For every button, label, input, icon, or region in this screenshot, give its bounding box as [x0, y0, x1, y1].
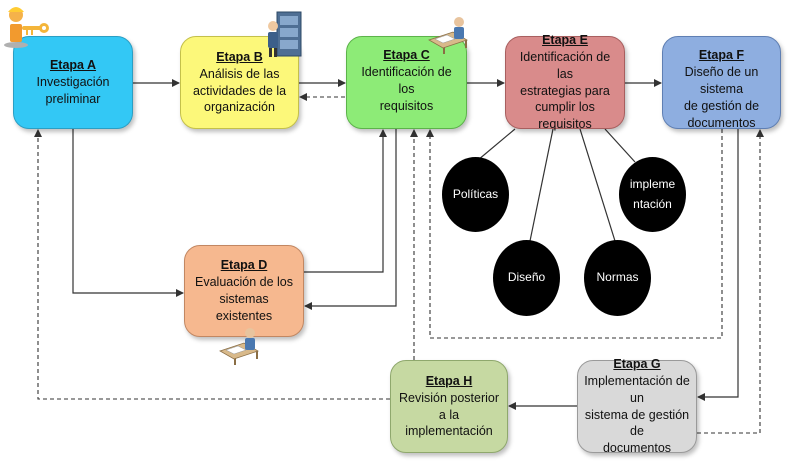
- connector-e-diseno: [529, 128, 554, 242]
- worker-with-key-icon: [4, 7, 49, 48]
- person-at-desk-icon: [219, 328, 259, 365]
- stage-g-title: Etapa G: [613, 356, 661, 371]
- arrow-d-to-c: [304, 129, 387, 273]
- strategy-diseno: Diseño: [493, 240, 560, 316]
- connector-e-implementacion: [604, 128, 636, 163]
- arrow-h-to-a-feedback: [34, 129, 390, 400]
- filing-cabinet-icon: [268, 11, 302, 57]
- stage-b-description: Análisis de las actividades de la organi…: [192, 66, 287, 115]
- stage-c-description: Identificación de los requisitos: [361, 64, 452, 113]
- arrow-f-to-g: [697, 129, 739, 401]
- stage-g-description: Implementación de un sistema de gestión …: [584, 373, 690, 456]
- arrow-g-to-f-feedback: [697, 129, 764, 434]
- stage-b-box: Etapa B Análisis de las actividades de l…: [180, 36, 299, 129]
- stage-h-box: Etapa H Revisión posterior a la implemen…: [390, 360, 508, 453]
- stage-d-description: Evaluación de los sistemas existentes: [195, 275, 293, 323]
- stage-a-description: Investigación preliminar: [36, 75, 110, 106]
- connector-e-politicas: [477, 128, 516, 161]
- stage-c-title: Etapa C: [383, 48, 430, 62]
- strategy-implementacion: impleme ntación: [619, 157, 686, 232]
- stage-a-title: Etapa A: [49, 58, 97, 73]
- stage-e-box: Etapa E Identificación de las estrategia…: [505, 33, 625, 131]
- stage-f-title: Etapa F: [698, 48, 745, 62]
- stage-e-title: Etapa E: [542, 32, 588, 47]
- arrow-a-to-d: [72, 129, 184, 297]
- stage-h-title: Etapa H: [425, 373, 473, 388]
- stage-c-box: Etapa C Identificación de los requisitos: [346, 36, 467, 129]
- stage-d-box: Etapa D Evaluación de los sistemas exist…: [184, 245, 304, 337]
- stage-f-description: Diseño de un sistema de gestión de docum…: [683, 64, 760, 130]
- stage-b-title: Etapa B: [216, 49, 263, 64]
- arrow-f-to-c-feedback: [426, 129, 723, 339]
- person-at-desk-icon: [428, 17, 468, 54]
- stage-d-title: Etapa D: [220, 258, 268, 273]
- connector-e-normas: [579, 128, 616, 242]
- stage-a-box: Etapa A Investigación preliminar: [13, 36, 133, 129]
- stage-f-box: Etapa F Diseño de un sistema de gestión …: [662, 36, 781, 130]
- stage-h-description: Revisión posterior a la implementación: [398, 390, 500, 439]
- strategy-politicas: Políticas: [442, 157, 509, 232]
- stage-e-description: Identificación de las estrategias para c…: [519, 49, 611, 132]
- arrow-c-to-d: [304, 129, 397, 310]
- stage-g-box: Etapa G Implementación de un sistema de …: [577, 357, 697, 455]
- strategy-normas: Normas: [584, 240, 651, 316]
